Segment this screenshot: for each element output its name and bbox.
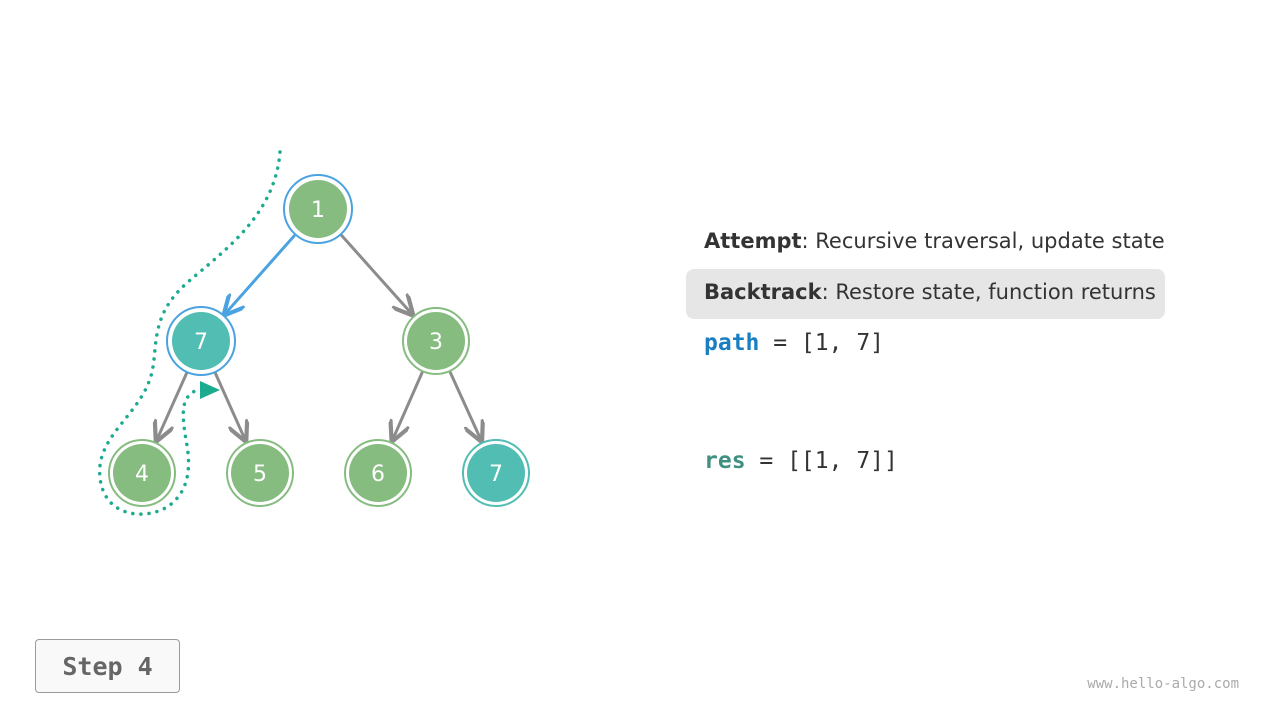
backtrack-legend: Backtrack: Restore state, function retur… <box>704 280 1156 304</box>
edge-n3-n6 <box>393 369 425 438</box>
node-circle <box>231 444 289 502</box>
path-variable-name: path <box>704 330 760 356</box>
tree-node-n6: 6 <box>344 439 412 507</box>
tree-node-n7: 7 <box>462 439 530 507</box>
tree-node-n1: 1 <box>283 174 353 244</box>
backtrack-term: Backtrack <box>704 280 822 304</box>
attempt-description: : Recursive traversal, update state <box>801 229 1165 253</box>
backtrack-description: : Restore state, function returns <box>821 280 1156 304</box>
backtrack-highlight-box <box>686 269 1165 319</box>
node-label: 7 <box>194 330 208 355</box>
traversal-direction-icon <box>200 381 220 399</box>
res-variable-line: res = [[1, 7]] <box>704 448 898 474</box>
node-circle <box>407 312 465 370</box>
res-variable-name: res <box>704 448 746 474</box>
edge-n2-n4 <box>158 369 190 438</box>
res-variable-value: = [[1, 7]] <box>745 448 898 474</box>
node-circle <box>467 444 525 502</box>
node-circle <box>289 180 347 238</box>
edge-n2-n5 <box>212 369 244 438</box>
site-watermark: www.hello-algo.com <box>1087 676 1239 692</box>
node-label: 4 <box>135 462 149 487</box>
step-indicator: Step 4 <box>35 639 180 693</box>
tree-node-n2: 7 <box>166 306 236 376</box>
node-circle <box>349 444 407 502</box>
path-variable-value: = [1, 7] <box>759 330 885 356</box>
node-label: 1 <box>311 198 325 223</box>
node-circle <box>113 444 171 502</box>
edge-n1-n2 <box>226 234 296 313</box>
traversal-trace <box>98 150 282 516</box>
node-label: 3 <box>429 330 443 355</box>
tree-node-n3: 3 <box>402 307 470 375</box>
tree-node-n4: 4 <box>108 439 176 507</box>
node-label: 7 <box>489 462 503 487</box>
edge-n3-n7 <box>448 369 481 438</box>
path-variable-line: path = [1, 7] <box>704 330 884 356</box>
tree-node-n5: 5 <box>226 439 294 507</box>
node-label: 6 <box>371 462 385 487</box>
edge-n1-n3 <box>338 232 411 313</box>
attempt-term: Attempt <box>704 229 802 253</box>
attempt-legend: Attempt: Recursive traversal, update sta… <box>704 229 1165 253</box>
node-circle <box>172 312 230 370</box>
node-label: 5 <box>253 462 267 487</box>
